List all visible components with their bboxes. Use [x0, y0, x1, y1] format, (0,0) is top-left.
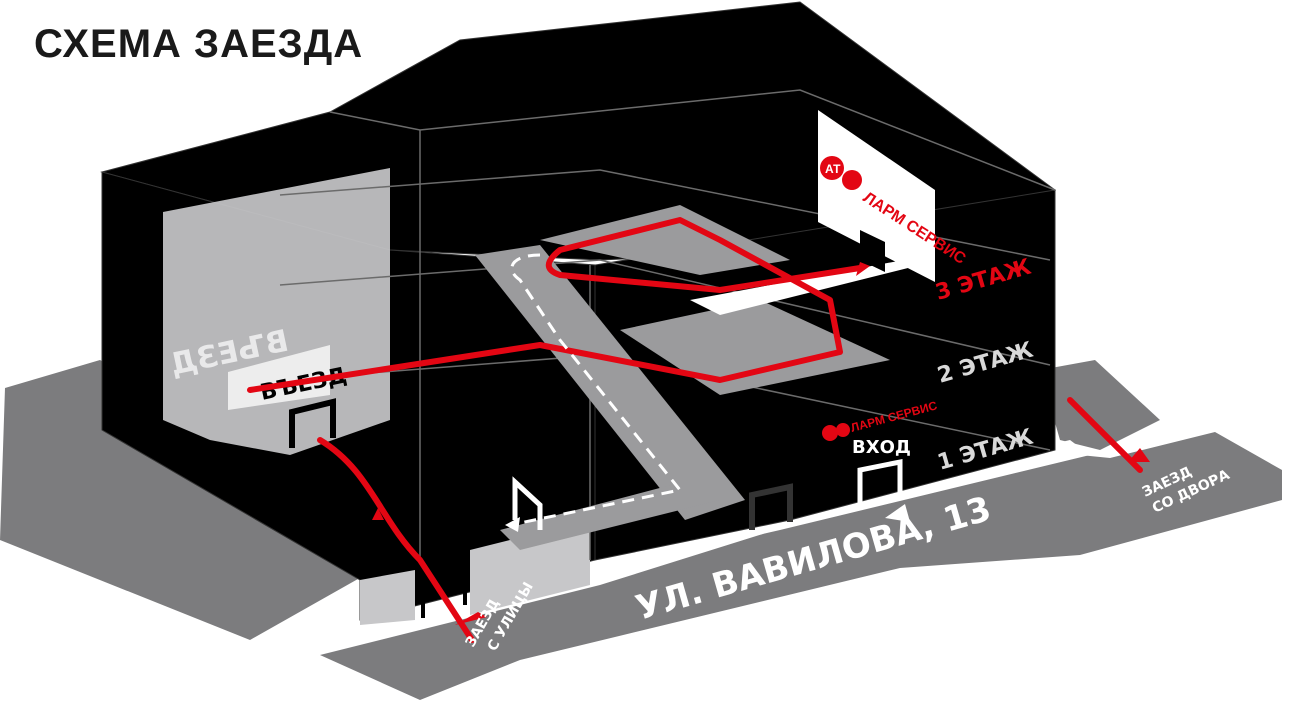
- ramp-bottom: [500, 480, 720, 550]
- entrance-pad: [228, 345, 330, 410]
- brand-logo-letters: АТ: [825, 162, 841, 176]
- brand-sign-notch: [860, 230, 885, 272]
- door-main: [857, 458, 903, 505]
- brand-logo: АТ: [820, 156, 862, 190]
- brand-logo-small: [822, 425, 838, 441]
- ground-pillar: [360, 570, 415, 625]
- glass-column: [470, 520, 590, 615]
- arrow-street-in: [455, 612, 487, 625]
- floor3-ramp: [540, 205, 790, 275]
- street-road: [320, 432, 1282, 700]
- brand-sign-panel: [818, 110, 935, 282]
- brand-logo-mark: [820, 156, 844, 180]
- exit-route: [509, 253, 683, 527]
- brand-logo-c: [842, 170, 862, 190]
- entrance-gate: [289, 398, 336, 448]
- yard-road: [1040, 360, 1160, 450]
- red-route: [247, 217, 1143, 643]
- brand-logo-small-c: [836, 423, 850, 437]
- page-title: СХЕМА ЗАЕЗДА: [34, 22, 364, 66]
- side-road: [0, 360, 365, 640]
- door-side: [749, 483, 793, 530]
- exit-arrow: [505, 517, 520, 532]
- floor3-deck: [690, 255, 930, 315]
- glass-wall: [163, 168, 390, 455]
- arrow-floor3-out: [856, 262, 870, 276]
- arrow-ramp-up: [372, 508, 384, 520]
- route-arrows: [372, 262, 1150, 625]
- arrow-yard: [1128, 448, 1150, 462]
- arrow-walk-in: [885, 504, 910, 522]
- door-label: ВХОД: [852, 437, 911, 458]
- door-exit-left: [512, 476, 543, 530]
